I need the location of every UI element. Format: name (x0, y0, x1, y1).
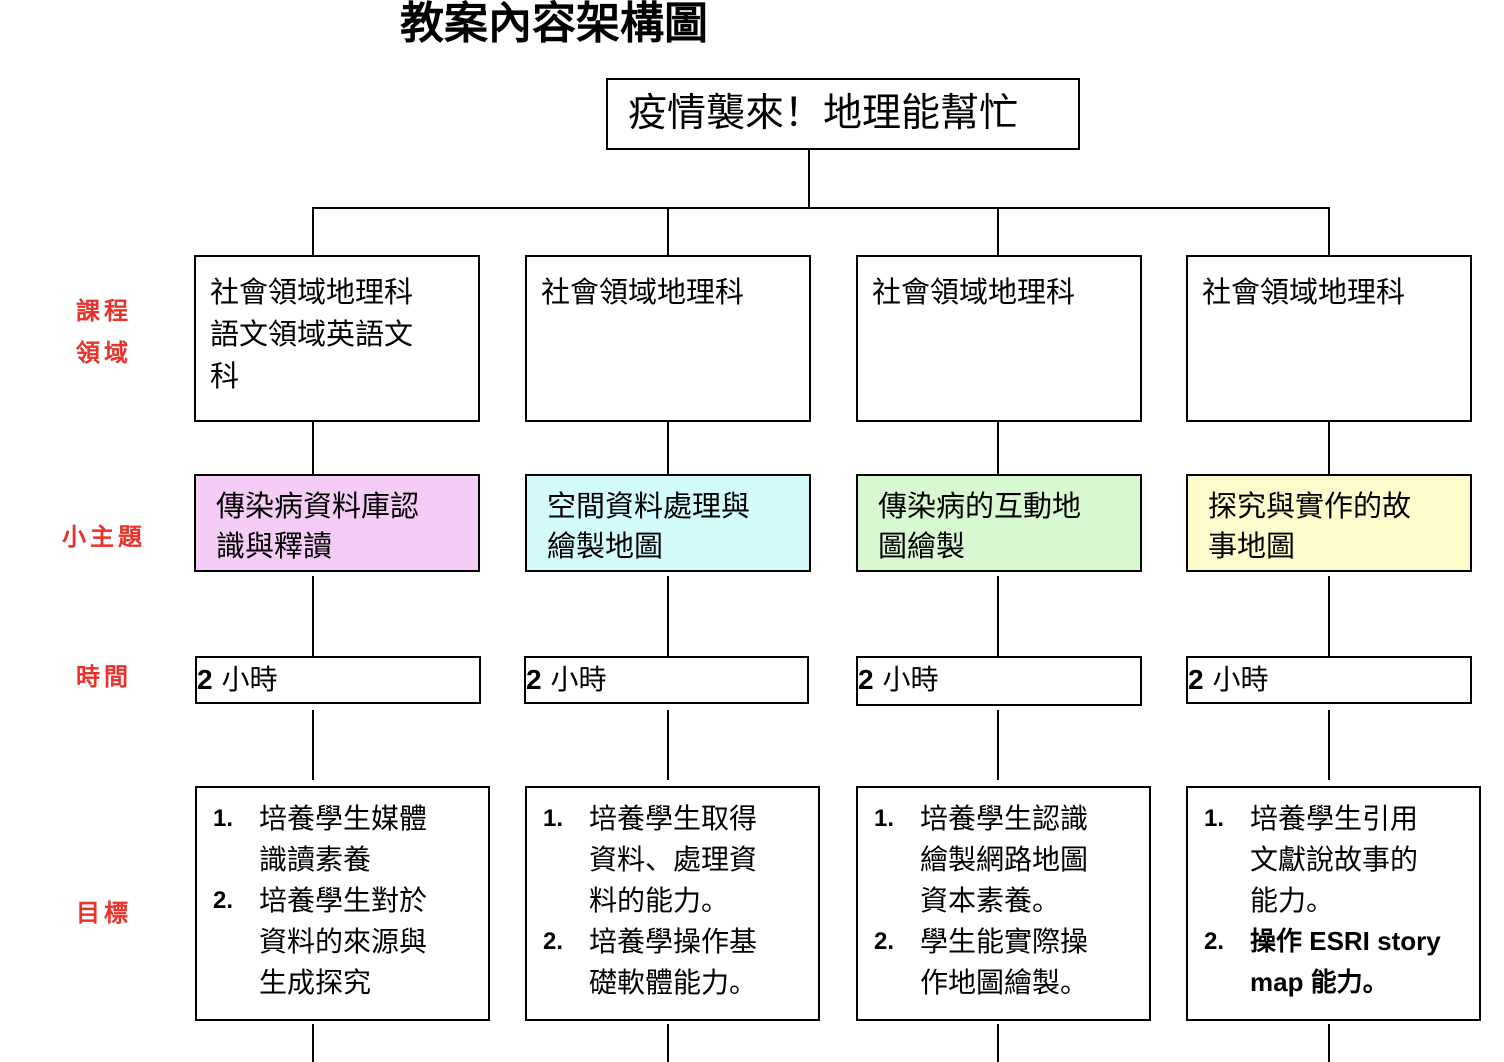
time-goal-connector (1328, 710, 1330, 780)
goal-text-line: 培養學生媒體 (259, 802, 428, 835)
goal-text-line: 料的能力。 (589, 884, 730, 917)
goal-item: 1. 培養學生取得資料、處理資料的能力。 (527, 798, 818, 921)
goal-text-line: 操作 ESRI story (1250, 926, 1441, 956)
goal-item: 2. 培養學操作基礎軟體能力。 (527, 921, 818, 1003)
goal-text-line: 培養學生取得 (589, 802, 758, 835)
goal-text-line: 礎軟體能力。 (589, 966, 758, 999)
goal-number: 2. (874, 928, 895, 955)
goal-item: 1. 培養學生媒體識讀素養 (197, 798, 488, 880)
goal-text-line: 資料、處理資 (589, 843, 758, 876)
row-label-topic: 小主題 (62, 523, 146, 551)
field-topic-connector (1328, 421, 1330, 474)
goal-box: 1. 培養學生認識繪製網路地圖資本素養。 2. 學生能實際操作地圖繪製。 (856, 786, 1151, 1021)
goal-text-line: 培養學生引用 (1250, 802, 1419, 835)
topic-box: 傳染病的互動地 圖繪製 (856, 474, 1142, 572)
goal-number: 1. (874, 805, 895, 832)
goal-item: 1. 培養學生認識繪製網路地圖資本素養。 (858, 798, 1149, 921)
row-label-time: 時間 (76, 663, 132, 691)
branch-connector (667, 207, 669, 255)
field-box: 社會領域地理科 語文領域英語文 科 (194, 255, 480, 422)
goal-text-line: 能力。 (1250, 884, 1335, 917)
row-label-goal: 目標 (76, 899, 132, 927)
goal-box: 1. 培養學生取得資料、處理資料的能力。 2. 培養學操作基礎軟體能力。 (525, 786, 820, 1021)
goal-item: 1. 培養學生引用文獻說故事的能力。 (1188, 798, 1479, 921)
topic-time-connector (667, 576, 669, 656)
goal-box: 1. 培養學生媒體識讀素養 2. 培養學生對於資料的來源與生成探究 (195, 786, 490, 1021)
topic-time-connector (1328, 576, 1330, 656)
topic-box: 探究與實作的故 事地圖 (1186, 474, 1472, 572)
branch-connector (997, 207, 999, 255)
field-topic-connector (997, 421, 999, 474)
topic-box: 空間資料處理與 繪製地圖 (525, 474, 811, 572)
time-box: 2 小時 (1186, 656, 1472, 704)
goal-item: 2. 培養學生對於資料的來源與生成探究 (197, 880, 488, 1003)
goal-number: 2. (1204, 928, 1225, 955)
field-box: 社會領域地理科 (856, 255, 1142, 422)
goal-item: 2. 操作 ESRI story map 能力。 (1188, 921, 1479, 1003)
goal-item: 2. 學生能實際操作地圖繪製。 (858, 921, 1149, 1003)
goal-text-line: 培養學操作基 (589, 925, 758, 958)
goal-number: 1. (543, 805, 564, 832)
goal-text-line: 文獻說故事的 (1250, 843, 1419, 876)
goal-text-line: 資本素養。 (920, 884, 1061, 917)
goal-bottom-connector (1328, 1024, 1330, 1062)
time-goal-connector (667, 710, 669, 780)
root-node: 疫情襲來！地理能幫忙 (606, 78, 1080, 150)
time-goal-connector (997, 710, 999, 780)
row-label-field: 課程 領域 (76, 297, 132, 367)
topic-box: 傳染病資料庫認 識與釋讀 (194, 474, 480, 572)
goal-text-line: 生成探究 (259, 966, 372, 999)
goal-bottom-connector (312, 1024, 314, 1062)
goal-text-line: 繪製網路地圖 (920, 843, 1089, 876)
field-topic-connector (667, 421, 669, 474)
goal-bottom-connector (667, 1024, 669, 1062)
goal-text-line: 作地圖繪製。 (920, 966, 1089, 999)
goal-number: 2. (543, 928, 564, 955)
goal-number: 1. (1204, 805, 1225, 832)
goal-number: 1. (213, 805, 234, 832)
goal-text-line: map 能力。 (1250, 967, 1389, 997)
time-box: 2 小時 (195, 656, 481, 704)
diagram-title: 教案內容架構圖 (400, 0, 708, 49)
field-box: 社會領域地理科 (525, 255, 811, 422)
goal-text-line: 培養學生認識 (920, 802, 1089, 835)
topic-time-connector (997, 576, 999, 656)
root-connector (808, 150, 810, 208)
goal-text-line: 學生能實際操 (920, 925, 1089, 958)
goal-bottom-connector (997, 1024, 999, 1062)
branch-connector (1328, 207, 1330, 255)
field-box: 社會領域地理科 (1186, 255, 1472, 422)
time-box: 2 小時 (856, 656, 1142, 706)
goal-text-line: 識讀素養 (259, 843, 372, 876)
time-goal-connector (312, 710, 314, 780)
goal-number: 2. (213, 887, 234, 914)
goal-box: 1. 培養學生引用文獻說故事的能力。 2. 操作 ESRI story map 能力。 (1186, 786, 1481, 1021)
time-box: 2 小時 (524, 656, 809, 704)
goal-text-line: 資料的來源與 (259, 925, 428, 958)
topic-time-connector (312, 576, 314, 656)
horizontal-connector (312, 207, 1330, 209)
branch-connector (312, 207, 314, 255)
goal-text-line: 培養學生對於 (259, 884, 428, 917)
field-topic-connector (312, 421, 314, 474)
